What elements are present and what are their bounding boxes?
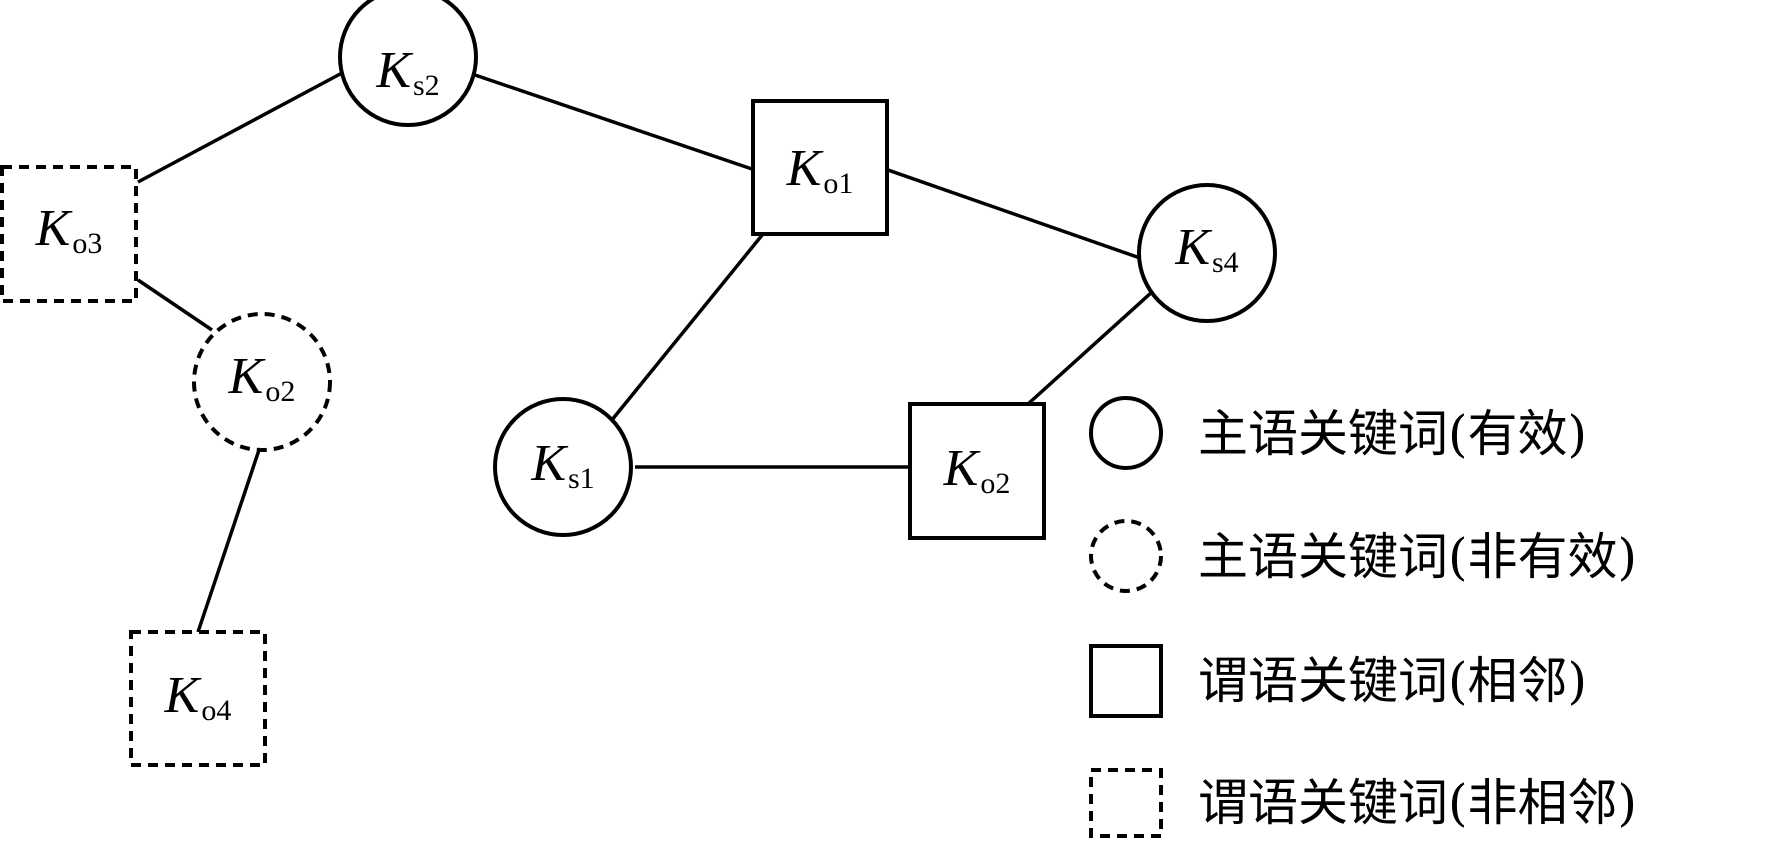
edge-ko1-ks1 — [605, 232, 765, 428]
legend-dashed-square-icon — [1089, 768, 1163, 838]
node-sub-label: o3 — [72, 227, 102, 260]
node-main-label: K — [530, 435, 568, 492]
node-sub-label: s1 — [568, 462, 595, 495]
edge-ko3-ko2l — [137, 278, 213, 332]
edge-ks2-ko1 — [474, 73, 753, 171]
legend: 主语关键词(有效) 主语关键词(非有效) 谓语关键词(相邻) 谓语关键词(非相邻… — [1089, 396, 1637, 838]
node-circle — [192, 312, 332, 452]
node-sub-label: o1 — [823, 167, 853, 200]
node-square — [751, 99, 889, 236]
node-main-label: K — [375, 42, 413, 99]
legend-item-predicate-nonadjacent: 谓语关键词(非相邻) — [1089, 768, 1637, 838]
node-main-label: K — [786, 140, 824, 197]
node-ks4: Ks4 — [1137, 183, 1277, 323]
node-sub-label: o2 — [980, 467, 1010, 500]
node-sub-label: s2 — [413, 69, 440, 102]
node-ks1: Ks1 — [493, 397, 633, 537]
node-ko2-left: Ko2 — [192, 312, 332, 452]
node-circle — [493, 397, 633, 537]
node-main-label: K — [1174, 219, 1212, 276]
legend-item-predicate-adjacent: 谓语关键词(相邻) — [1089, 644, 1587, 718]
node-square — [0, 165, 138, 303]
legend-label: 谓语关键词(非相邻) — [1198, 774, 1637, 832]
node-ko4: Ko4 — [129, 630, 267, 767]
node-main-label: K — [164, 667, 202, 724]
edges — [137, 71, 1154, 633]
node-ks2: Ks2 — [338, 0, 478, 127]
legend-label: 主语关键词(有效) — [1198, 405, 1587, 463]
node-square — [129, 630, 267, 767]
legend-solid-square-icon — [1089, 644, 1163, 718]
legend-item-subject-valid: 主语关键词(有效) — [1089, 396, 1587, 470]
svg-text:Ko1: Ko1 — [786, 140, 854, 200]
node-main-label: K — [228, 348, 266, 405]
svg-text:Ko3: Ko3 — [35, 200, 103, 260]
svg-text:Ko2: Ko2 — [228, 348, 296, 408]
node-ko2-right: Ko2 — [908, 402, 1046, 540]
edge-ks4-ko2r — [1026, 290, 1154, 406]
svg-text:Ks1: Ks1 — [530, 435, 594, 495]
legend-label: 谓语关键词(相邻) — [1198, 652, 1587, 710]
legend-solid-circle-icon — [1089, 396, 1163, 470]
svg-text:Ks4: Ks4 — [1174, 219, 1238, 279]
node-sub-label: o4 — [201, 694, 231, 727]
edge-ko1-ks4 — [887, 168, 1141, 260]
node-ko1: Ko1 — [751, 99, 889, 236]
edge-ko2l-ko4 — [196, 449, 261, 633]
legend-item-subject-invalid: 主语关键词(非有效) — [1089, 519, 1637, 593]
node-ko3: Ko3 — [0, 165, 138, 303]
node-square — [908, 402, 1046, 540]
legend-label: 主语关键词(非有效) — [1198, 528, 1637, 586]
node-sub-label: o2 — [265, 375, 295, 408]
node-sub-label: s4 — [1212, 246, 1239, 279]
svg-text:Ko2: Ko2 — [943, 440, 1011, 500]
node-main-label: K — [35, 200, 73, 257]
svg-text:Ks2: Ks2 — [375, 42, 439, 102]
legend-dashed-circle-icon — [1089, 519, 1163, 593]
node-circle — [1137, 183, 1277, 323]
node-main-label: K — [943, 440, 981, 497]
edge-ks2-ko3 — [137, 71, 343, 184]
svg-text:Ko4: Ko4 — [164, 667, 232, 727]
node-circle — [338, 0, 478, 127]
